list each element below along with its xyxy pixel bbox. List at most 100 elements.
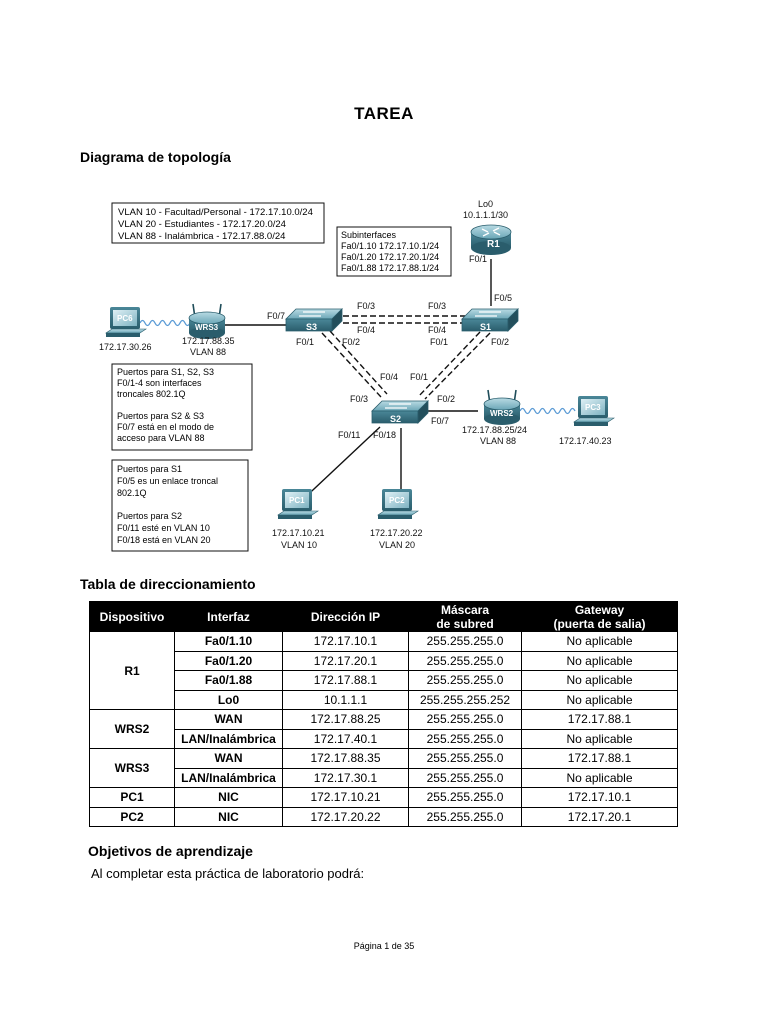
svg-text:VLAN 10: VLAN 10: [281, 540, 317, 550]
cell-mask: 255.255.255.0: [408, 670, 522, 691]
pc1-icon: PC1: [277, 488, 319, 520]
trunk-s1-s2-b: [424, 332, 491, 400]
col-header-interface: Interfaz: [174, 601, 283, 632]
cell-mask: 255.255.255.0: [408, 767, 522, 788]
svg-text:Fa0/1.20 172.17.20.1/24: Fa0/1.20 172.17.20.1/24: [341, 252, 439, 262]
cell-interface: NIC: [174, 806, 283, 827]
svg-text:VLAN 88: VLAN 88: [480, 436, 516, 446]
trunk-s1-s2-a: [417, 331, 481, 398]
cell-device: PC1: [89, 787, 175, 808]
trunk-s3-s2-b: [329, 330, 388, 395]
svg-text:F0/3: F0/3: [428, 301, 446, 311]
cell-device: WRS3: [89, 748, 175, 788]
svg-text:F0/18 está en VLAN 20: F0/18 está en VLAN 20: [117, 535, 211, 545]
svg-text:S3: S3: [306, 322, 317, 332]
svg-text:PC3: PC3: [585, 403, 601, 412]
cell-interface: WAN: [174, 709, 283, 730]
cell-ip: 172.17.20.22: [282, 806, 409, 827]
wireless-link-pc6: [139, 319, 191, 327]
svg-text:troncales 802.1Q: troncales 802.1Q: [117, 389, 186, 399]
access-ports-box: Puertos para S1 F0/5 es un enlace tronca…: [111, 459, 249, 552]
pc3-icon: PC3: [573, 395, 615, 427]
addressing-heading: Tabla de direccionamiento: [80, 576, 256, 592]
svg-text:F0/11: F0/11: [338, 430, 360, 440]
cell-gateway: 172.17.20.1: [521, 806, 678, 827]
cell-mask: 255.255.255.252: [408, 689, 522, 710]
cell-gateway: No aplicable: [521, 689, 678, 710]
svg-text:172.17.88.25/24: 172.17.88.25/24: [462, 425, 527, 435]
cell-mask: 255.255.255.0: [408, 806, 522, 827]
svg-text:F0/7: F0/7: [267, 311, 285, 321]
svg-text:Lo0: Lo0: [478, 199, 493, 209]
svg-text:WRS3: WRS3: [195, 323, 219, 332]
svg-text:VLAN 10 - Facultad/Personal -: VLAN 10 - Facultad/Personal - 172.17.10.…: [118, 207, 313, 218]
svg-text:802.1Q: 802.1Q: [117, 488, 147, 498]
cell-interface: Fa0/1.20: [174, 650, 283, 671]
col-header-gateway: Gateway (puerta de salia): [521, 601, 678, 632]
svg-text:172.17.40.23: 172.17.40.23: [559, 436, 612, 446]
cell-ip: 172.17.88.1: [282, 670, 409, 691]
cell-interface: LAN/Inalámbrica: [174, 728, 283, 749]
cell-ip: 172.17.30.1: [282, 767, 409, 788]
svg-text:F0/18: F0/18: [373, 430, 396, 440]
page-footer: Página 1 de 35: [353, 941, 415, 951]
cell-interface: LAN/Inalámbrica: [174, 767, 283, 788]
cell-ip: 10.1.1.1: [282, 689, 409, 710]
cell-mask: 255.255.255.0: [408, 631, 522, 652]
cell-mask: 255.255.255.0: [408, 748, 522, 769]
objectives-heading: Objetivos de aprendizaje: [88, 843, 253, 859]
svg-text:F0/1: F0/1: [410, 372, 428, 382]
cell-ip: 172.17.20.1: [282, 650, 409, 671]
svg-text:172.17.30.26: 172.17.30.26: [99, 342, 152, 352]
svg-text:F0/5: F0/5: [494, 293, 512, 303]
svg-text:F0/5 es un enlace troncal: F0/5 es un enlace troncal: [117, 476, 218, 486]
cell-gateway: No aplicable: [521, 767, 678, 788]
svg-text:F0/4: F0/4: [357, 325, 375, 335]
diagram-labels: Lo0 10.1.1.1/30 F0/1 F0/5 F0/7 F0/3 F0/3…: [99, 199, 612, 550]
table-header-row: Dispositivo Interfaz Dirección IP Máscar…: [89, 601, 678, 632]
cell-ip: 172.17.88.25: [282, 709, 409, 730]
subinterfaces-box: Subinterfaces Fa0/1.10 172.17.10.1/24 Fa…: [336, 226, 452, 277]
cell-gateway: 172.17.10.1: [521, 787, 678, 808]
svg-text:VLAN 88: VLAN 88: [190, 347, 226, 357]
svg-text:10.1.1.1/30: 10.1.1.1/30: [463, 210, 508, 220]
svg-text:F0/4: F0/4: [380, 372, 398, 382]
cell-gateway: No aplicable: [521, 670, 678, 691]
cell-interface: NIC: [174, 787, 283, 808]
svg-text:VLAN 20 - Estudiantes - 172.17: VLAN 20 - Estudiantes - 172.17.20.0/24: [118, 219, 286, 230]
cable-links: [220, 259, 492, 505]
svg-text:F0/11 esté en VLAN 10: F0/11 esté en VLAN 10: [117, 523, 210, 533]
svg-text:172.17.10.21: 172.17.10.21: [272, 528, 325, 538]
cell-mask: 255.255.255.0: [408, 709, 522, 730]
svg-text:Subinterfaces: Subinterfaces: [341, 230, 397, 240]
objectives-intro: Al completar esta práctica de laboratori…: [91, 866, 365, 881]
page-title: TAREA: [354, 104, 414, 123]
wireless-router-wrs3-icon: WRS3: [188, 303, 226, 340]
svg-text:VLAN 88 - Inalámbrica - 172.17: VLAN 88 - Inalámbrica - 172.17.88.0/24: [118, 231, 285, 242]
svg-text:F0/1: F0/1: [296, 337, 314, 347]
cell-gateway: 172.17.88.1: [521, 748, 678, 769]
svg-text:F0/2: F0/2: [342, 337, 360, 347]
cell-interface: Fa0/1.88: [174, 670, 283, 691]
svg-text:F0/7: F0/7: [431, 416, 449, 426]
pc6-icon: PC6: [105, 306, 147, 338]
svg-text:F0/3: F0/3: [357, 301, 375, 311]
wireless-router-wrs2-icon: WRS2: [483, 389, 521, 426]
svg-text:S1: S1: [480, 322, 491, 332]
svg-text:Puertos para S2: Puertos para S2: [117, 511, 182, 521]
svg-text:172.17.88.35: 172.17.88.35: [182, 336, 235, 346]
svg-text:PC1: PC1: [289, 496, 305, 505]
cell-gateway: 172.17.88.1: [521, 709, 678, 730]
cell-interface: Lo0: [174, 689, 283, 710]
cell-interface: WAN: [174, 748, 283, 769]
cell-gateway: No aplicable: [521, 650, 678, 671]
svg-text:Puertos para S2 & S3: Puertos para S2 & S3: [117, 411, 204, 421]
svg-text:F0/2: F0/2: [491, 337, 509, 347]
